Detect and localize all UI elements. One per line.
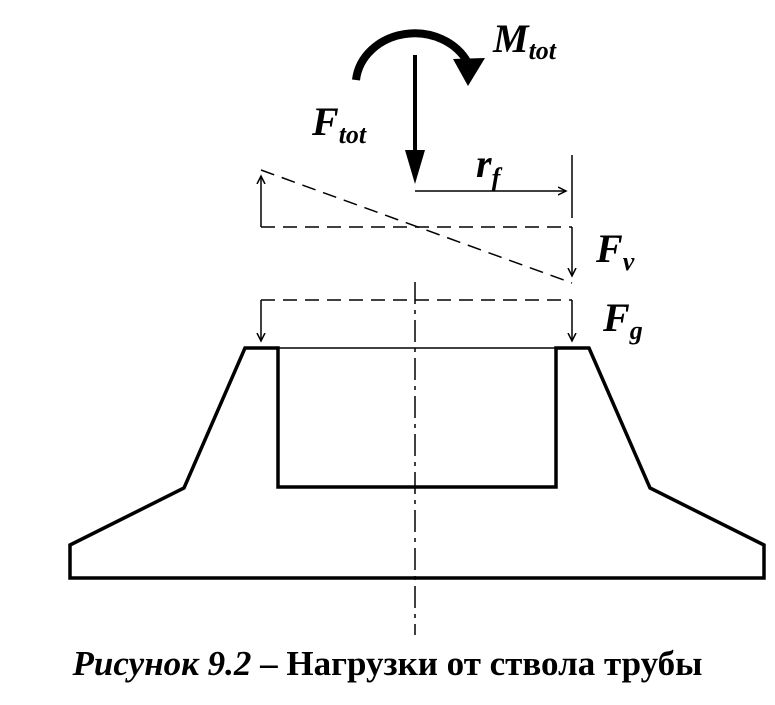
figure-caption: Рисунок 9.2 – Нагрузки от ствола трубы [0,644,775,684]
label-radius: rf [476,141,503,192]
label-gravity-force: Fg [602,295,643,345]
figure-title: – Нагрузки от ствола трубы [251,644,703,683]
gravity-load-distribution [261,299,572,341]
figure-number: Рисунок 9.2 [72,644,252,683]
radius-dimension [415,155,573,218]
label-vertical-force: Fv [595,226,635,276]
total-force-arrow [405,55,425,184]
label-moment: Mtot [492,16,557,65]
label-total-force: Ftot [311,99,367,149]
foundation-outline [68,346,766,580]
vertical-load-distribution [261,169,572,284]
moment-arrow [352,29,485,86]
